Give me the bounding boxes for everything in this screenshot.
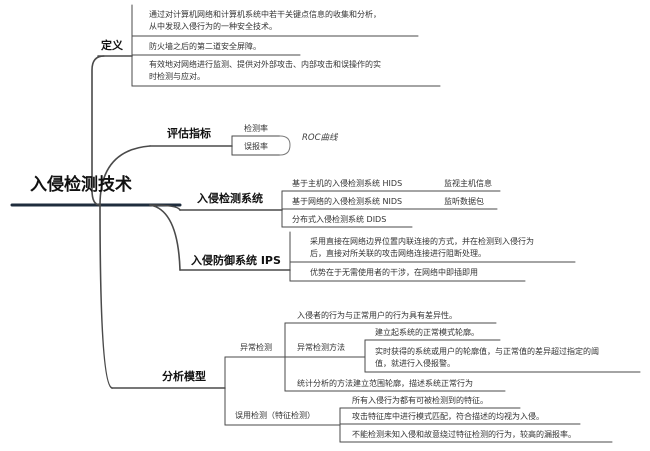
anomaly-method-item-1: 建立起系统的正常模式轮廓。	[375, 328, 479, 337]
anomaly-method-item-2a: 实时获得的系统或用户的轮廓值，与正常值的差异超过指定的阈	[375, 347, 599, 356]
definition-item-1b: 从中发现入侵行为的一种安全技术。	[149, 22, 277, 31]
roc-curve-label: ROC曲线	[302, 133, 338, 143]
branch-analysis: 分析模型	[162, 370, 206, 383]
spine-analysis	[99, 204, 113, 389]
definition-item-3b: 时检测与应对。	[149, 72, 205, 81]
misuse-item-3: 不能检测未知入侵和故意绕过特征检测的行为，较高的漏报率。	[352, 430, 576, 439]
branch-ids: 入侵检测系统	[197, 192, 263, 205]
metric-detection-rate: 检测率	[244, 124, 268, 133]
spine-ids	[149, 204, 181, 211]
anomaly-premise: 入侵者的行为与正常用户的行为具有差异性。	[297, 311, 457, 320]
anomaly-method-label: 异常检测方法	[297, 343, 345, 352]
definition-item-1a: 通过对计算机网络和计算机系统中若干关键点信息的收集和分析，	[149, 10, 381, 19]
ips-item-1b: 后，直接对所关联的攻击网络连接进行阻断处理。	[310, 249, 486, 258]
branch-definition: 定义	[101, 39, 123, 52]
spine-ips	[149, 204, 181, 271]
definition-item-2: 防火墙之后的第二道安全屏障。	[149, 42, 261, 51]
misuse-detection-label: 误用检测（特征检测）	[235, 411, 315, 420]
ids-dids: 分布式入侵检测系统 DIDS	[292, 215, 387, 224]
branch-metrics: 评估指标	[167, 127, 211, 140]
misuse-item-1: 所有入侵行为都有可被检测到的特征。	[352, 396, 488, 405]
ids-nids-detail: 监听数据包	[444, 197, 484, 206]
metric-false-alarm-rate: 误报率	[244, 142, 268, 151]
spine-definition	[91, 55, 105, 206]
branch-ips: 入侵防御系统 IPS	[191, 254, 281, 267]
definition-item-3a: 有效地对网络进行监测、提供对外部攻击、内部攻击和误操作的实	[149, 60, 381, 69]
ips-item-2: 优势在于无需使用者的干涉，在网络中即插即用	[310, 268, 478, 277]
misuse-item-2: 攻击特征库中进行模式匹配，符合描述的均视为入侵。	[352, 412, 544, 421]
ips-item-1a: 采用直接在网络边界位置内联连接的方式，并在检测到入侵行为	[310, 237, 534, 246]
ids-nids: 基于网络的入侵检测系统 NIDS	[292, 197, 403, 206]
root-node: 入侵检测技术	[30, 175, 132, 195]
roc-bracket	[279, 135, 291, 156]
anomaly-stat: 统计分析的方法建立范围轮廓，描述系统正常行为	[297, 379, 473, 388]
ids-hids-detail: 监视主机信息	[444, 179, 492, 188]
spine-metrics	[99, 145, 151, 206]
anomaly-method-item-2b: 值，就进行入侵报警。	[375, 359, 455, 368]
ids-hids: 基于主机的入侵检测系统 HIDS	[292, 179, 403, 188]
anomaly-detection-label: 异常检测	[240, 343, 272, 352]
